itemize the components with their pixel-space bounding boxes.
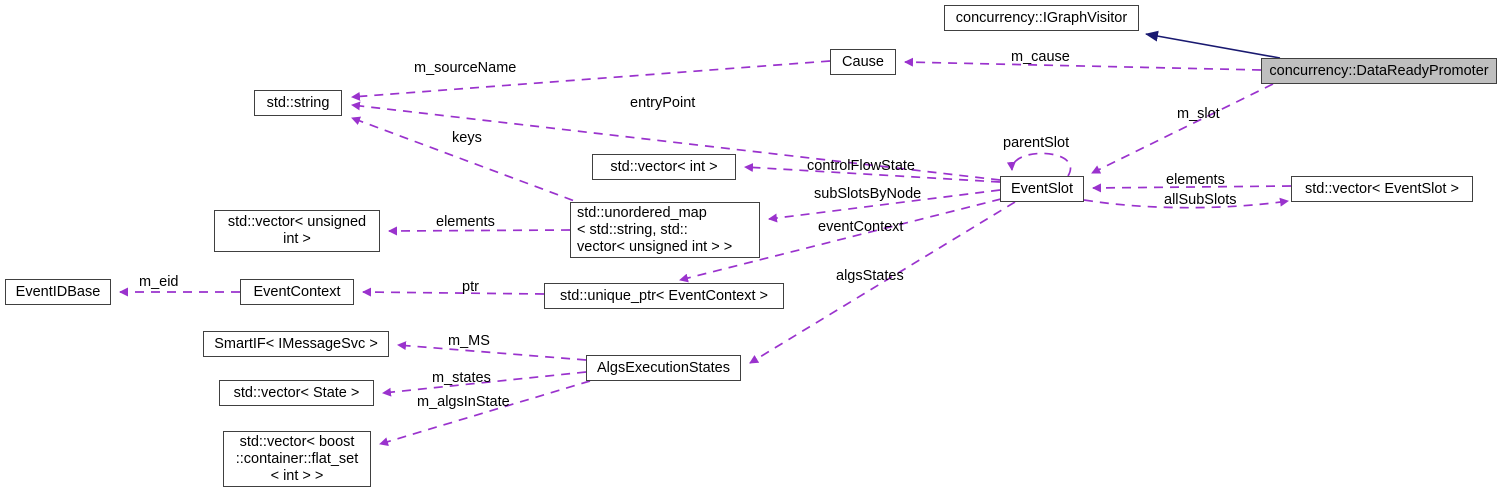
node-eventslot[interactable]: EventSlot [1000, 176, 1084, 202]
node-std-unordered-map[interactable]: std::unordered_map < std::string, std:: … [570, 202, 760, 258]
edge-m-algs-in-state [379, 380, 591, 447]
edge-label-m-eid: m_eid [139, 274, 179, 290]
edge-label-elements-unsigned-int: elements [436, 214, 495, 230]
node-std-string[interactable]: std::string [254, 90, 342, 116]
node-std-unique-ptr-eventcontext[interactable]: std::unique_ptr< EventContext > [544, 283, 784, 309]
node-cause[interactable]: Cause [830, 49, 896, 75]
edge-label-sub-slots-by-node: subSlotsByNode [814, 186, 922, 202]
edge-label-m-source-name: m_sourceName [414, 60, 517, 76]
edge-ptr [362, 287, 545, 297]
node-smartif-imessagesvc[interactable]: SmartIF< IMessageSvc > [203, 331, 389, 357]
edge-elements-unsigned-int [388, 226, 571, 236]
edge-label-m-states: m_states [432, 370, 491, 386]
node-eventidbase[interactable]: EventIDBase [5, 279, 111, 305]
edge-label-event-context: eventContext [818, 219, 904, 235]
edge-label-control-flow-state: controlFlowState [807, 158, 915, 174]
node-std-vector-eventslot[interactable]: std::vector< EventSlot > [1291, 176, 1473, 202]
edge-m-cause [904, 57, 1262, 71]
node-algsexecutionstates[interactable]: AlgsExecutionStates [586, 355, 741, 381]
edge-parent-slot [1006, 152, 1072, 177]
edge-label-m-slot: m_slot [1177, 106, 1220, 122]
node-std-vector-boost-flat-set[interactable]: std::vector< boost ::container::flat_set… [223, 431, 371, 487]
edge-inheritance-datareadypromoter-igraphvisitor [1145, 30, 1281, 59]
edge-label-m-cause: m_cause [1011, 49, 1070, 65]
edge-label-ptr: ptr [462, 279, 479, 295]
edge-label-entry-point: entryPoint [630, 95, 696, 111]
edge-label-keys: keys [452, 130, 482, 146]
node-std-vector-unsigned-int[interactable]: std::vector< unsigned int > [214, 210, 380, 252]
edge-label-parent-slot: parentSlot [1003, 135, 1070, 151]
edge-label-algs-states: algsStates [836, 268, 904, 284]
edge-label-m-ms: m_MS [448, 333, 490, 349]
node-std-vector-state[interactable]: std::vector< State > [219, 380, 374, 406]
edge-m-slot [1091, 83, 1274, 174]
node-datareadypromoter[interactable]: concurrency::DataReadyPromoter [1261, 58, 1497, 84]
edge-label-m-algs-in-state: m_algsInState [417, 394, 510, 410]
edge-label-elements-event-slot: elements [1166, 172, 1225, 188]
node-std-vector-int[interactable]: std::vector< int > [592, 154, 736, 180]
edge-label-all-sub-slots: allSubSlots [1164, 192, 1237, 208]
node-igraphvisitor[interactable]: concurrency::IGraphVisitor [944, 5, 1139, 31]
node-eventcontext[interactable]: EventContext [240, 279, 354, 305]
edge-m-ms [397, 341, 587, 361]
